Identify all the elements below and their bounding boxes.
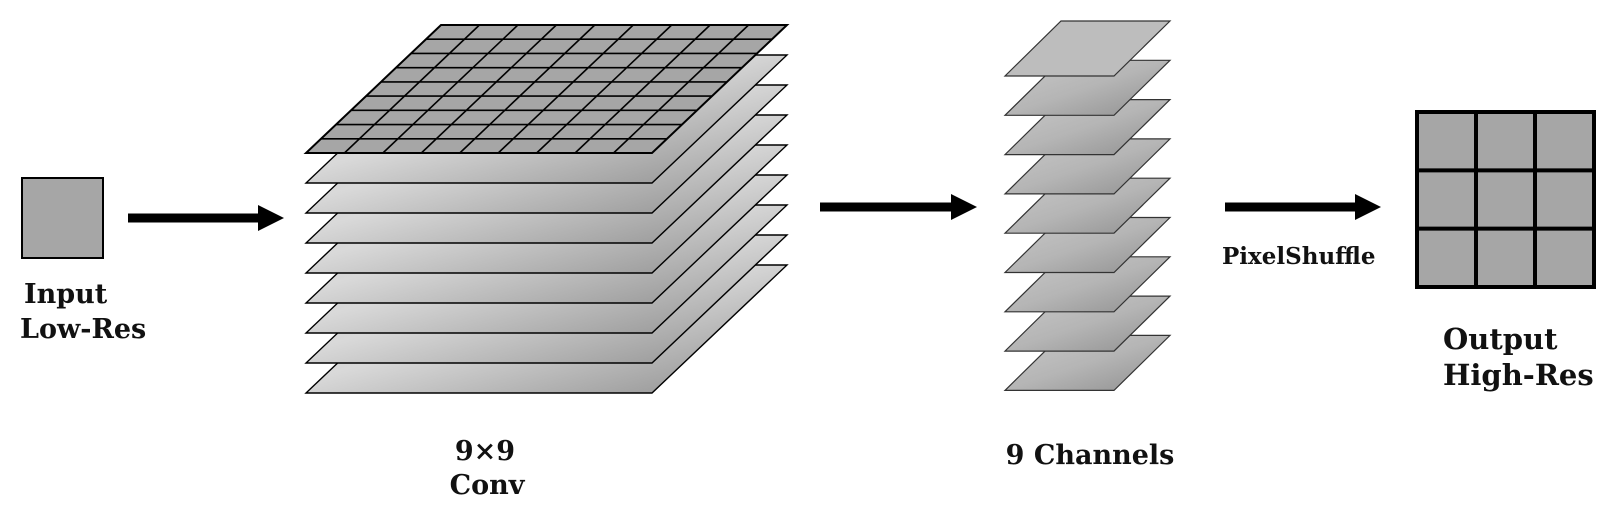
channel-sheet [1003,295,1172,352]
conv-label-line1: 9×9 [455,436,515,467]
conv-layer-stack [303,24,790,394]
conv-kernel-grid [321,24,772,154]
arrow-conv-to-channels [820,194,977,220]
arrow-input-to-conv [128,205,284,231]
channel-sheet [1003,216,1172,274]
channels-label: 9 Channels [1006,440,1175,471]
input-label-line1: Input [24,279,108,310]
pixelshuffle-label: PixelShuffle [1222,243,1376,270]
channel-sheet [1003,98,1172,156]
output-label-line2: High-Res [1443,358,1594,392]
output-label-line1: Output [1443,322,1558,356]
channel-sheet [1003,20,1172,77]
channel-sheet [1003,59,1172,116]
output-grid [1415,110,1596,289]
channel-sheet [1003,138,1172,195]
input-block [21,177,104,259]
channel-sheet [1003,256,1172,313]
arrow-channels-to-output [1225,194,1381,220]
conv-label-line2: Conv [450,470,526,501]
output-grid-frame [1415,110,1596,289]
channel-sheet [1003,334,1172,391]
channel-sheet [1003,177,1172,234]
input-label-line2: Low-Res [20,314,146,345]
channel-stack [1003,20,1172,391]
